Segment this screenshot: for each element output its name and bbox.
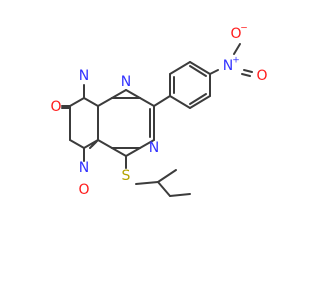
atom-o-upper: O <box>50 99 61 115</box>
negative-charge: − <box>240 24 248 34</box>
bond <box>135 181 159 185</box>
atom-s: S <box>122 168 131 184</box>
bond <box>125 147 141 157</box>
atom-n6: N <box>149 140 159 156</box>
bond <box>153 95 171 107</box>
bond <box>157 169 177 183</box>
atom-labels: O N N O N N S N + O − O <box>50 24 267 199</box>
bond <box>69 139 85 149</box>
bond <box>139 139 155 149</box>
bond <box>241 73 251 77</box>
bond <box>209 69 219 75</box>
bond <box>169 95 191 109</box>
bond <box>243 69 253 73</box>
positive-charge: + <box>232 56 240 66</box>
bond <box>69 97 85 107</box>
bonds <box>61 43 253 197</box>
bond <box>111 147 127 157</box>
bond <box>169 193 191 197</box>
atom-n8: N <box>121 74 131 90</box>
atom-o-nitro-top: O <box>230 26 241 42</box>
atom-o-nitro-right: O <box>256 68 267 84</box>
bond <box>111 89 127 99</box>
bond <box>189 61 211 75</box>
bond <box>125 89 141 99</box>
bond <box>89 141 97 149</box>
bond <box>189 95 211 109</box>
bond <box>97 139 113 149</box>
molecule-structure: O N N O N N S N + O − O <box>50 24 267 199</box>
atom-n1: N <box>79 68 89 84</box>
bond <box>189 93 207 105</box>
bond <box>97 97 113 107</box>
structure-canvas: O N N O N N S N + O − O <box>50 23 268 199</box>
atom-n-nitro: N <box>223 58 233 74</box>
bond <box>83 97 99 107</box>
atom-o-lower: O <box>78 182 89 198</box>
bond <box>233 43 241 55</box>
bond <box>139 97 155 107</box>
atom-n3: N <box>79 160 89 176</box>
bond <box>169 61 191 75</box>
bond <box>189 65 207 77</box>
bond <box>157 181 171 197</box>
